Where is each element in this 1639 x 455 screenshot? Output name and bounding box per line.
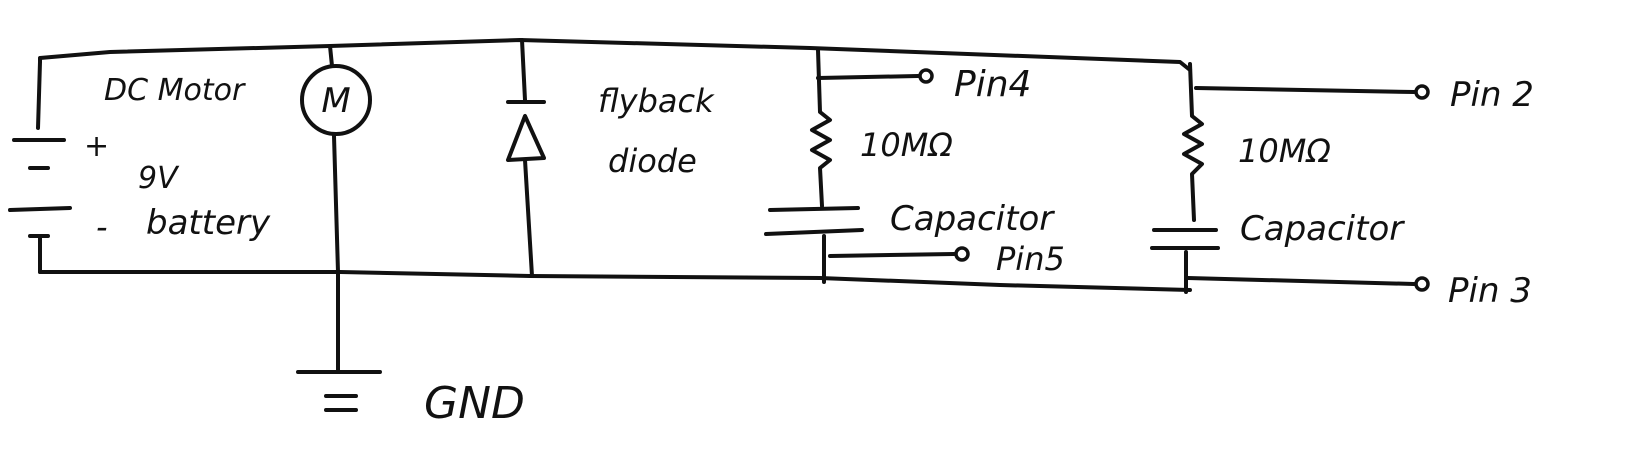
branch-2-resistor xyxy=(1182,62,1204,222)
branch-1-pin5-wire xyxy=(828,252,956,258)
ground-label: GND xyxy=(424,378,525,429)
branch-2-capacitor xyxy=(1150,228,1220,250)
ground-symbol xyxy=(296,370,382,412)
diode-symbol xyxy=(506,100,546,162)
motor-circle xyxy=(300,64,372,136)
battery-minus-sign: - xyxy=(96,208,108,246)
branch-1-capacitor-label: Capacitor xyxy=(890,199,1055,239)
battery-plus-sign: + xyxy=(84,129,109,164)
diode-wire xyxy=(520,38,534,278)
branch-2-pin3-wire xyxy=(1186,276,1416,286)
pin3-label: Pin 3 xyxy=(1448,271,1532,311)
branch-1-resistor xyxy=(810,48,832,208)
diode-label-line-2: diode xyxy=(608,142,697,180)
branch-2-pin2-wire xyxy=(1194,86,1416,94)
pin2-label: Pin 2 xyxy=(1450,75,1534,115)
branch-1-pin4-wire xyxy=(816,74,920,80)
battery-label: battery xyxy=(146,203,271,243)
battery-top-lead xyxy=(36,60,42,130)
top-rail-wire xyxy=(38,38,1192,72)
branch-1-resistor-label: 10MΩ xyxy=(860,126,953,164)
battery-symbol xyxy=(8,138,72,238)
branch-1-capacitor xyxy=(764,206,864,236)
branch-2-resistor-label: 10MΩ xyxy=(1238,132,1331,170)
pin2-terminal xyxy=(1414,84,1430,100)
motor-top-lead xyxy=(328,44,334,68)
diode-label-line-1: flyback xyxy=(598,82,715,120)
motor-label: DC Motor xyxy=(104,73,246,108)
motor-bottom-lead xyxy=(332,134,340,372)
motor-symbol-letter: M xyxy=(321,81,350,121)
pin5-terminal xyxy=(954,246,970,262)
branch-2-capacitor-label: Capacitor xyxy=(1240,209,1405,249)
pin4-label: Pin4 xyxy=(954,64,1031,105)
battery-voltage-label: 9V xyxy=(138,161,180,196)
pin3-terminal xyxy=(1414,276,1430,292)
pin5-label: Pin5 xyxy=(996,240,1065,278)
pin4-terminal xyxy=(918,68,934,84)
